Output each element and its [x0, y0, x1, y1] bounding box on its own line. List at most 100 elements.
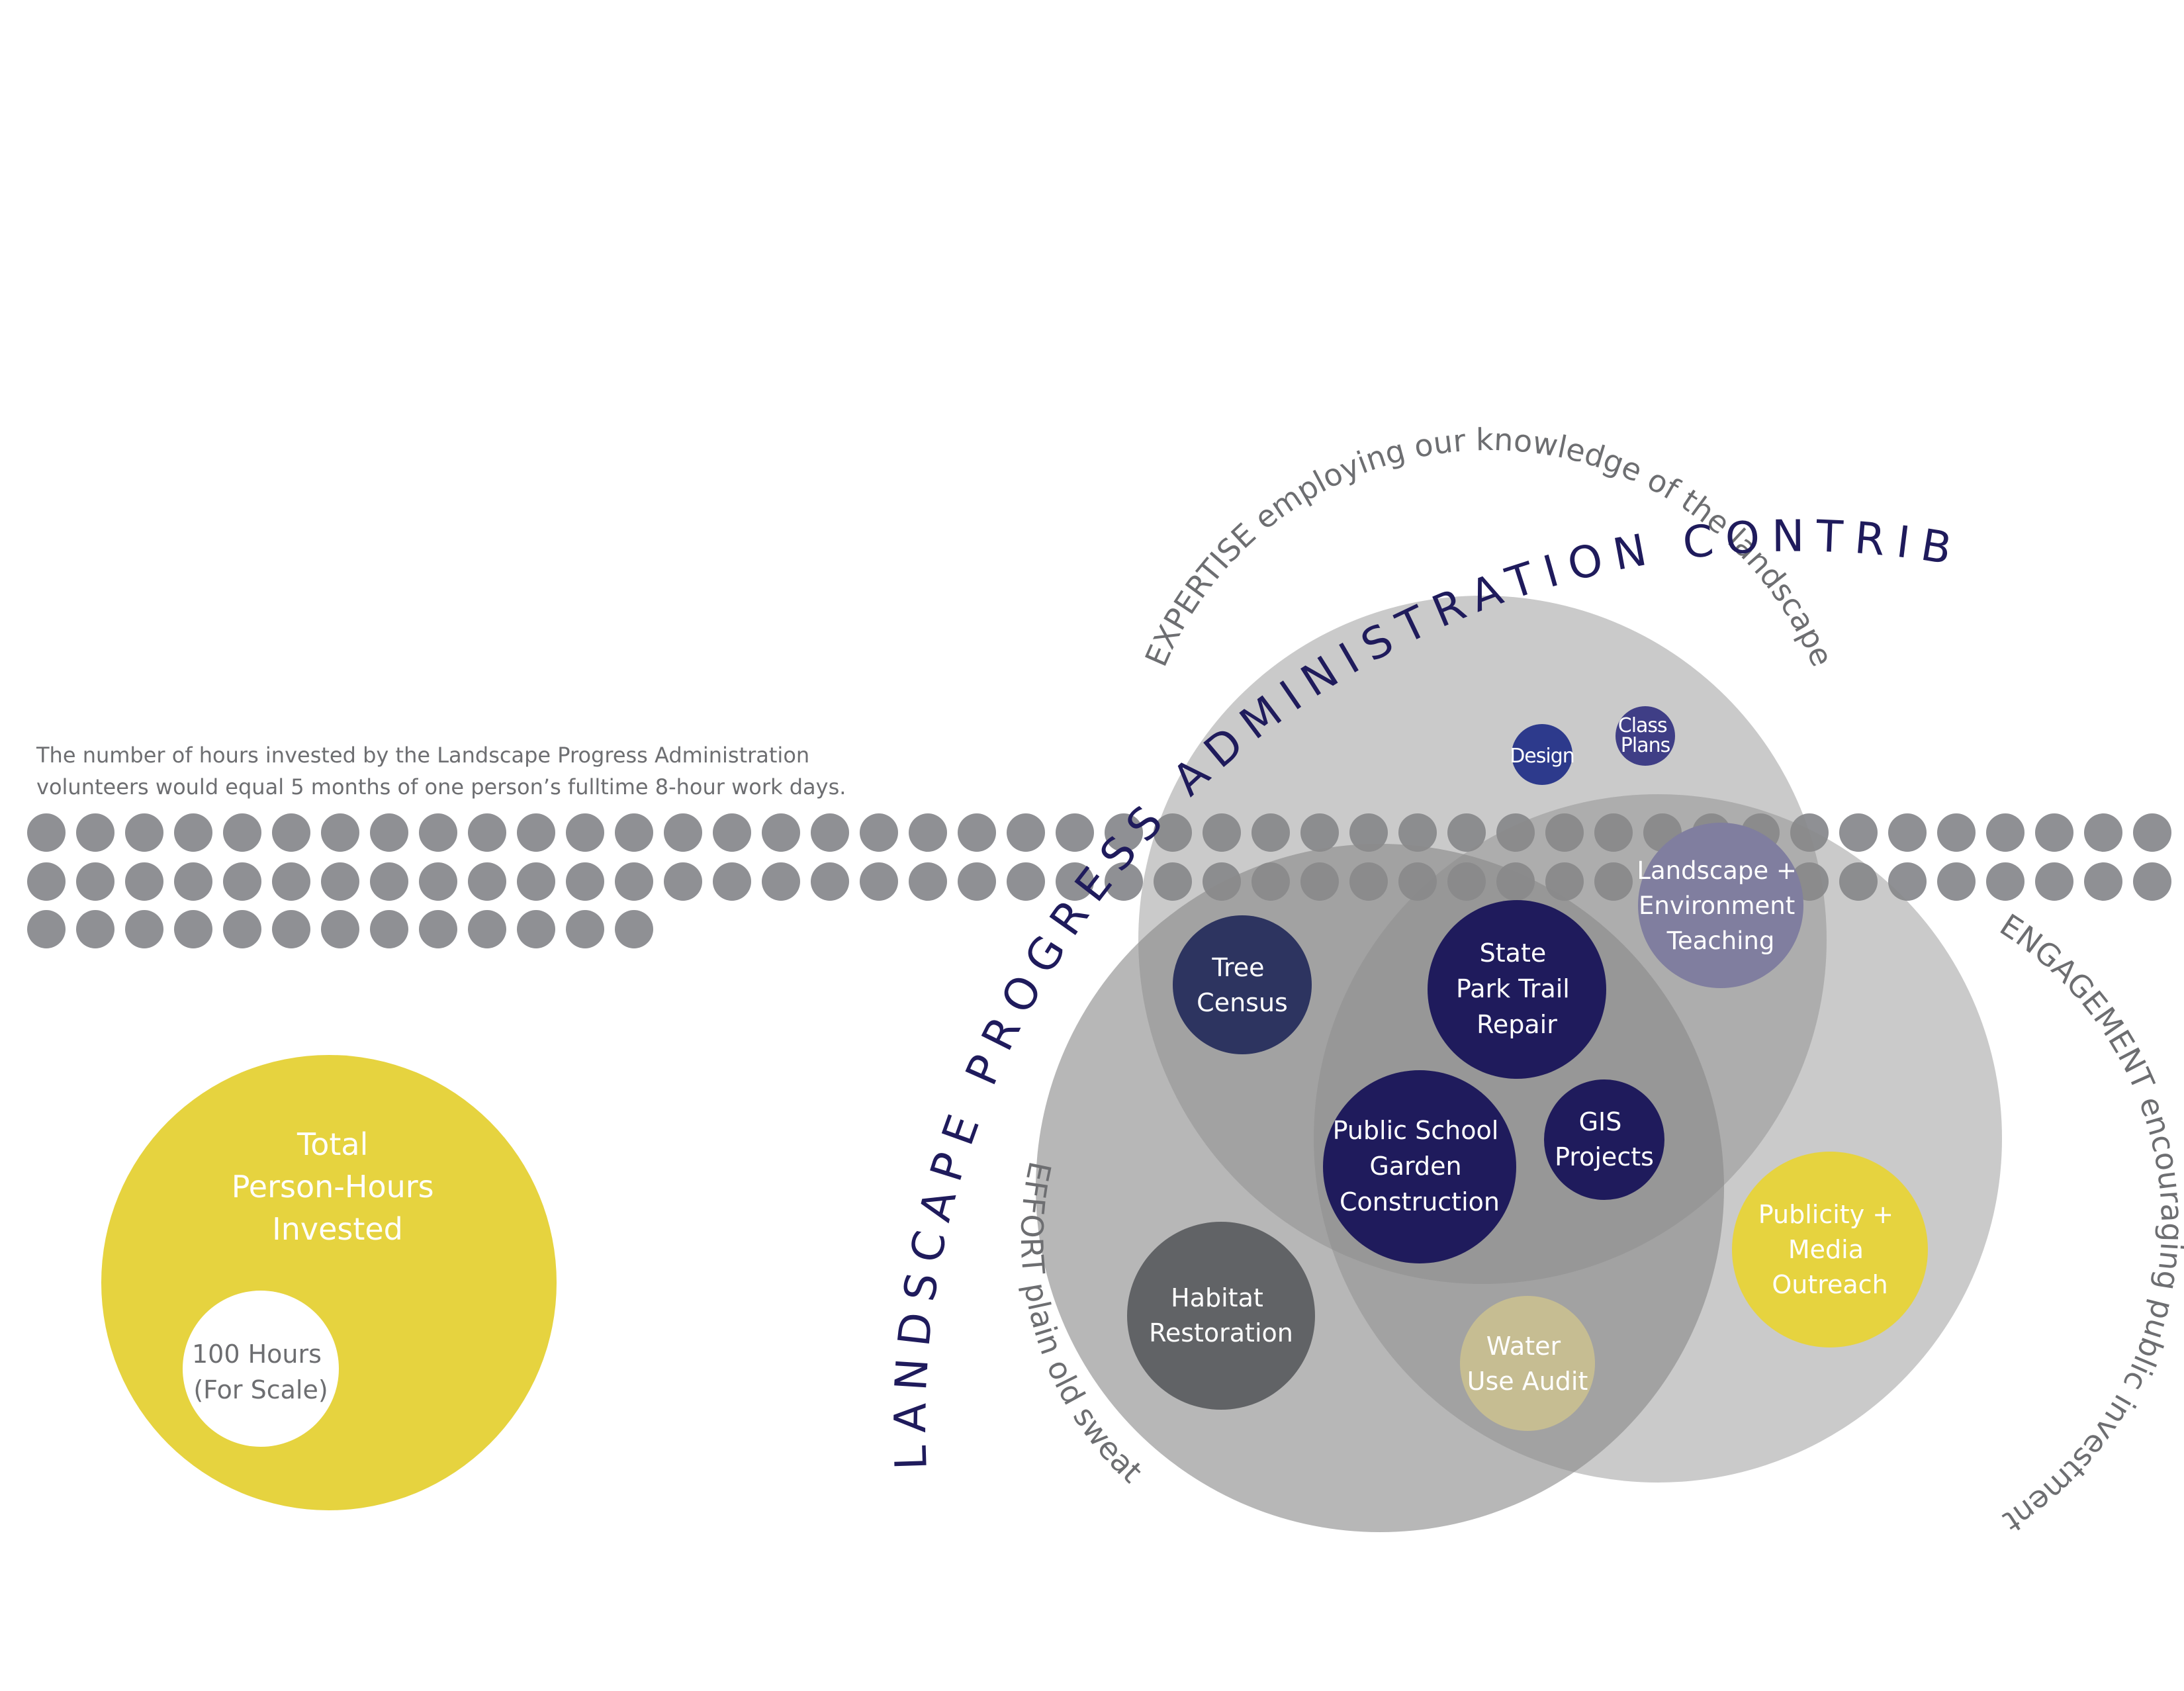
hour-dot	[713, 862, 751, 901]
hour-dot	[1545, 862, 1584, 901]
hour-dot	[1986, 813, 2025, 852]
project-public-school-garden-construction: Public School Garden Construction	[1323, 1070, 1516, 1263]
svg-text:Publicity + Media: Publicity + Media Outreach	[1758, 1200, 1901, 1299]
hour-dot	[615, 910, 653, 948]
hour-dot	[321, 862, 359, 901]
hour-dot	[1839, 813, 1878, 852]
hour-dot	[811, 813, 849, 852]
hour-dot	[1056, 813, 1094, 852]
project-public-school-garden-construction-bubble	[1323, 1070, 1516, 1263]
hour-dot	[566, 910, 604, 948]
hour-dot	[958, 813, 996, 852]
project-public-school-garden-construction-label-3: Construction	[1340, 1187, 1500, 1216]
hour-dot	[1105, 813, 1143, 852]
hour-dot	[664, 813, 702, 852]
hour-dot	[272, 862, 310, 901]
hour-dot	[1398, 813, 1437, 852]
hundred-hours-label-1: 100 Hours	[192, 1340, 322, 1369]
project-habitat-restoration-bubble	[1127, 1222, 1315, 1410]
svg-text:Habitat Restoration: Habitat Restoration	[1149, 1283, 1293, 1348]
hour-dot	[909, 862, 947, 901]
project-class-plans-bubble	[1615, 706, 1675, 766]
hour-dot	[517, 910, 555, 948]
project-public-school-garden-construction-label-2: Garden	[1369, 1152, 1461, 1181]
hour-dot	[1007, 813, 1045, 852]
hour-dot	[1888, 813, 1927, 852]
hour-dot	[860, 862, 898, 901]
hour-dot	[664, 862, 702, 901]
total-label-1: Total	[296, 1126, 368, 1162]
project-design: Design	[1510, 724, 1575, 785]
project-landscape-environment-teaching-bubble	[1638, 823, 1803, 988]
hour-dot	[174, 813, 212, 852]
hour-dot	[1300, 813, 1339, 852]
total-label-2: Person-Hours	[232, 1169, 434, 1205]
project-design-label-1: Design	[1510, 745, 1574, 768]
hour-dot	[1105, 862, 1143, 901]
hour-dot	[76, 862, 114, 901]
project-habitat-restoration-label-1: Habitat	[1171, 1283, 1263, 1312]
project-landscape-environment-teaching: Landscape + Environment Teaching	[1637, 823, 1804, 988]
hour-dot	[125, 813, 163, 852]
hour-dot	[1203, 813, 1241, 852]
project-publicity-media-outreach: Publicity + Media Outreach	[1732, 1152, 1928, 1348]
project-gis-projects-label-1: GIS	[1579, 1107, 1622, 1136]
project-state-park-trail-repair-label-1: State	[1480, 938, 1547, 968]
hour-dot	[27, 910, 66, 948]
hour-dot	[272, 813, 310, 852]
svg-text:Class Plans: Class Plans	[1618, 714, 1672, 757]
hour-dot	[419, 813, 457, 852]
hour-dot	[1056, 862, 1094, 901]
hour-dot	[223, 813, 261, 852]
hour-dot	[1790, 813, 1829, 852]
hour-dot	[174, 862, 212, 901]
hour-dot	[419, 862, 457, 901]
hour-dot	[958, 862, 996, 901]
hour-dot	[1007, 862, 1045, 901]
hour-dot	[1496, 813, 1535, 852]
hour-dot	[1154, 813, 1192, 852]
intro-text-line-1: The number of hours invested by the Land…	[36, 743, 809, 768]
hour-dot	[1839, 862, 1878, 901]
svg-text:Public School Garden: Public School Garden Construction	[1333, 1116, 1507, 1216]
hour-dot	[2133, 813, 2171, 852]
project-publicity-media-outreach-bubble	[1732, 1152, 1928, 1348]
total-label-3: Invested	[272, 1211, 403, 1247]
hour-dot	[1594, 813, 1633, 852]
project-landscape-environment-teaching-label-1: Landscape +	[1637, 856, 1797, 885]
project-state-park-trail-repair-bubble	[1428, 900, 1606, 1079]
project-tree-census-label-2: Census	[1197, 988, 1288, 1017]
project-water-use-audit-label-2: Use Audit	[1467, 1367, 1588, 1396]
project-class-plans: Class Plans	[1615, 706, 1675, 766]
project-tree-census-bubble	[1173, 915, 1312, 1054]
hour-dot	[370, 862, 408, 901]
project-class-plans-label-1: Class	[1618, 714, 1667, 737]
hour-dot	[27, 862, 66, 901]
hour-dot	[27, 813, 66, 852]
project-tree-census-label-1: Tree	[1211, 953, 1264, 982]
project-gis-projects: GIS Projects	[1544, 1079, 1664, 1200]
project-public-school-garden-construction-label-1: Public School	[1333, 1116, 1499, 1145]
hour-dot	[370, 813, 408, 852]
hour-dot	[321, 813, 359, 852]
project-state-park-trail-repair-label-2: Park Trail	[1456, 974, 1570, 1003]
svg-text:100 Hours (For Scale): 100 Hours (For Scale)	[192, 1340, 330, 1404]
hour-dot	[1154, 862, 1192, 901]
hour-dot	[860, 813, 898, 852]
hour-dot	[615, 862, 653, 901]
hour-dot	[517, 862, 555, 901]
hour-dot	[125, 910, 163, 948]
engagement-set-label: ENGAGEMENT encouraging public investment	[1993, 907, 2184, 1539]
hour-dot	[76, 813, 114, 852]
hour-dot	[174, 910, 212, 948]
project-design-bubble	[1512, 724, 1572, 785]
project-habitat-restoration: Habitat Restoration	[1127, 1222, 1315, 1410]
svg-text:Landscape + Environmen: Landscape + Environment Teaching	[1637, 856, 1804, 955]
hour-dot	[1888, 862, 1927, 901]
project-state-park-trail-repair-label-3: Repair	[1477, 1010, 1557, 1039]
svg-text:Design: Design	[1510, 745, 1574, 768]
svg-text:State Park Trail: State Park Trail Repair	[1456, 938, 1578, 1039]
project-water-use-audit: Water Use Audit	[1460, 1296, 1595, 1431]
hour-dot	[1937, 813, 1976, 852]
